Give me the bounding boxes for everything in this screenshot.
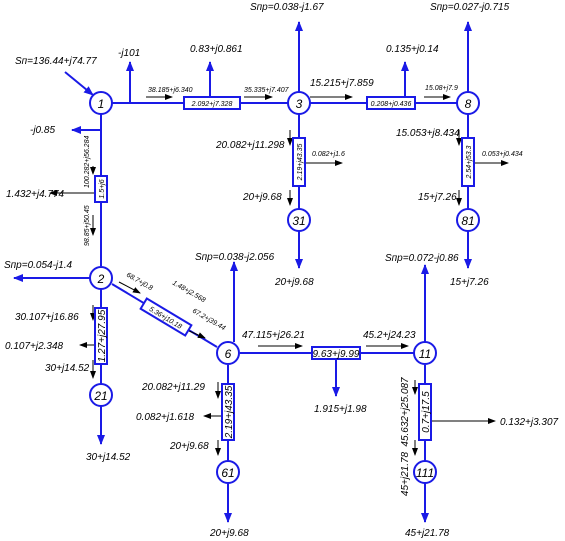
box-trafo-3 [292,137,306,187]
node-81-label: 81 [461,214,474,228]
impedance-trafo-6: 2.19+j43.35 [224,385,235,439]
flow-label-26b: 67.2+j39.44 [191,308,226,333]
trafo2-loss: 0.107+j2.348 [5,341,64,352]
nodes: 1 3 8 2 6 11 31 81 21 61 111 [89,91,480,484]
flow-label-13a: 38.185+j6.340 [148,87,193,94]
trafo3-flow-top: 20.082+j11.298 [215,140,285,151]
trafo8-load: 15+j7.26 [450,277,489,288]
supply-arrow-1 [64,71,94,96]
shunt-label-1: -j0.85 [30,125,55,136]
trafo8-loss: 0.053+j0.434 [482,151,523,158]
impedance-boxes: 2.092+j7.328 0.208+j0.436 1.5+j6 5.36+j1… [94,96,475,441]
cap-label-13: 0.83+j0.861 [190,44,243,55]
trafo3-load: 20+j9.68 [274,277,314,288]
black-arrows [49,94,509,456]
blue-arrows [13,21,472,523]
loss-label-611: 1.915+j1.98 [314,404,367,415]
trafo6-loss: 0.082+j1.618 [136,412,195,423]
node-61-label: 61 [221,466,234,480]
trafo11-flow-top: 45.632+j25.087 [400,377,411,447]
trafo6-flow-top: 20.082+j11.29 [141,382,205,393]
node-1-label: 1 [98,97,105,111]
node-6 [216,341,240,365]
box-line-1-2 [94,175,108,203]
flow-label-13b: 35.335+j7.407 [244,87,290,94]
trafo8-flow-top: 15.053+j8.434 [396,128,460,139]
flow-arrow-26a [118,281,141,294]
flow-label-611a: 47.115+j26.21 [242,330,305,341]
impedance-trafo-3: 2.19+j43.35 [297,144,304,182]
impedance-1-2: 1.5+j6 [99,179,106,198]
trafo11-loss: 0.132+j3.307 [500,417,559,428]
node-8-label: 8 [465,97,472,111]
supply-label-1: Sп=136.44+j74.77 [15,56,97,67]
node-11-label: 11 [419,347,431,361]
load-label-2: Sпр=0.054-j1.4 [4,260,72,271]
impedance-trafo-11: 0.7+j17.5 [421,391,432,433]
node-61 [216,460,240,484]
trafo2-flow-bottom: 30+j14.52 [45,363,90,374]
node-21-label: 21 [93,389,107,403]
trafo2-flow-top: 30.107+j16.86 [15,312,79,323]
box-trafo-11 [418,383,432,441]
flow-label-38a: 15.215+j7.859 [310,78,374,89]
impedance-trafo-2: 1.27+j27.95 [97,309,108,362]
node-111-label: 111 [416,466,434,480]
box-trafo-6 [221,383,235,441]
trafo3-loss: 0.082+j1.6 [312,151,345,158]
node-8 [456,91,480,115]
labels: Sп=136.44+j74.77 -j101 -j0.85 38.185+j6.… [4,2,559,539]
trafo8-flow-bottom: 15+j7.26 [418,192,457,203]
flow-label-38b: 15.08+j7.9 [425,85,458,92]
cap-label-38: 0.135+j0.14 [386,44,439,55]
impedance-trafo-8: 2.54+j53.3 [466,145,473,179]
node-111 [413,460,437,484]
flow-label-611b: 45.2+j24.23 [363,330,416,341]
trafo11-load: 45+j21.78 [405,528,450,539]
node-3-label: 3 [296,97,303,111]
box-line-3-8 [366,96,416,110]
box-trafo-8 [461,137,475,187]
node-6-label: 6 [225,347,232,361]
flow-label-12a: 100.282+j56.284 [84,136,91,188]
node-11 [413,341,437,365]
box-line-6-11 [311,346,361,360]
node-31 [287,208,311,232]
load-label-6: Sпр=0.038-j2.056 [195,252,275,263]
impedance-1-3: 2.092+j7.328 [191,101,233,108]
impedance-6-11: 9.63+j9.99 [313,349,360,360]
box-trafo-2 [94,307,108,365]
trafo6-load: 20+j9.68 [209,528,249,539]
node-2 [89,266,113,290]
trafo2-load: 30+j14.52 [86,452,131,463]
node-2-label: 2 [97,272,105,286]
trafo3-flow-bottom: 20+j9.68 [242,192,282,203]
flow-label-26a: 68.7+j0.8 [125,272,154,293]
node-3 [287,91,311,115]
charging-label-12: 1.432+j4.774 [6,189,65,200]
box-line-2-6 [139,297,193,337]
load-label-3: Sпр=0.038-j1.67 [250,2,324,13]
box-line-1-3 [183,96,241,110]
trafo6-flow-bottom: 20+j9.68 [169,441,209,452]
flow-label-12b: 98.85+j50.45 [84,205,91,246]
node-1 [89,91,113,115]
load-label-8: Sпр=0.027-j0.715 [430,2,510,13]
loss-label-26: 1.48+j2.568 [171,280,206,305]
load-label-11: Sпр=0.072-j0.86 [385,253,459,264]
trafo11-flow-bottom: 45+j21.78 [400,451,411,496]
impedance-3-8: 0.208+j0.436 [371,101,412,108]
cap-label-1: -j101 [118,48,140,59]
node-21 [89,383,113,407]
node-31-label: 31 [292,214,305,228]
node-81 [456,208,480,232]
